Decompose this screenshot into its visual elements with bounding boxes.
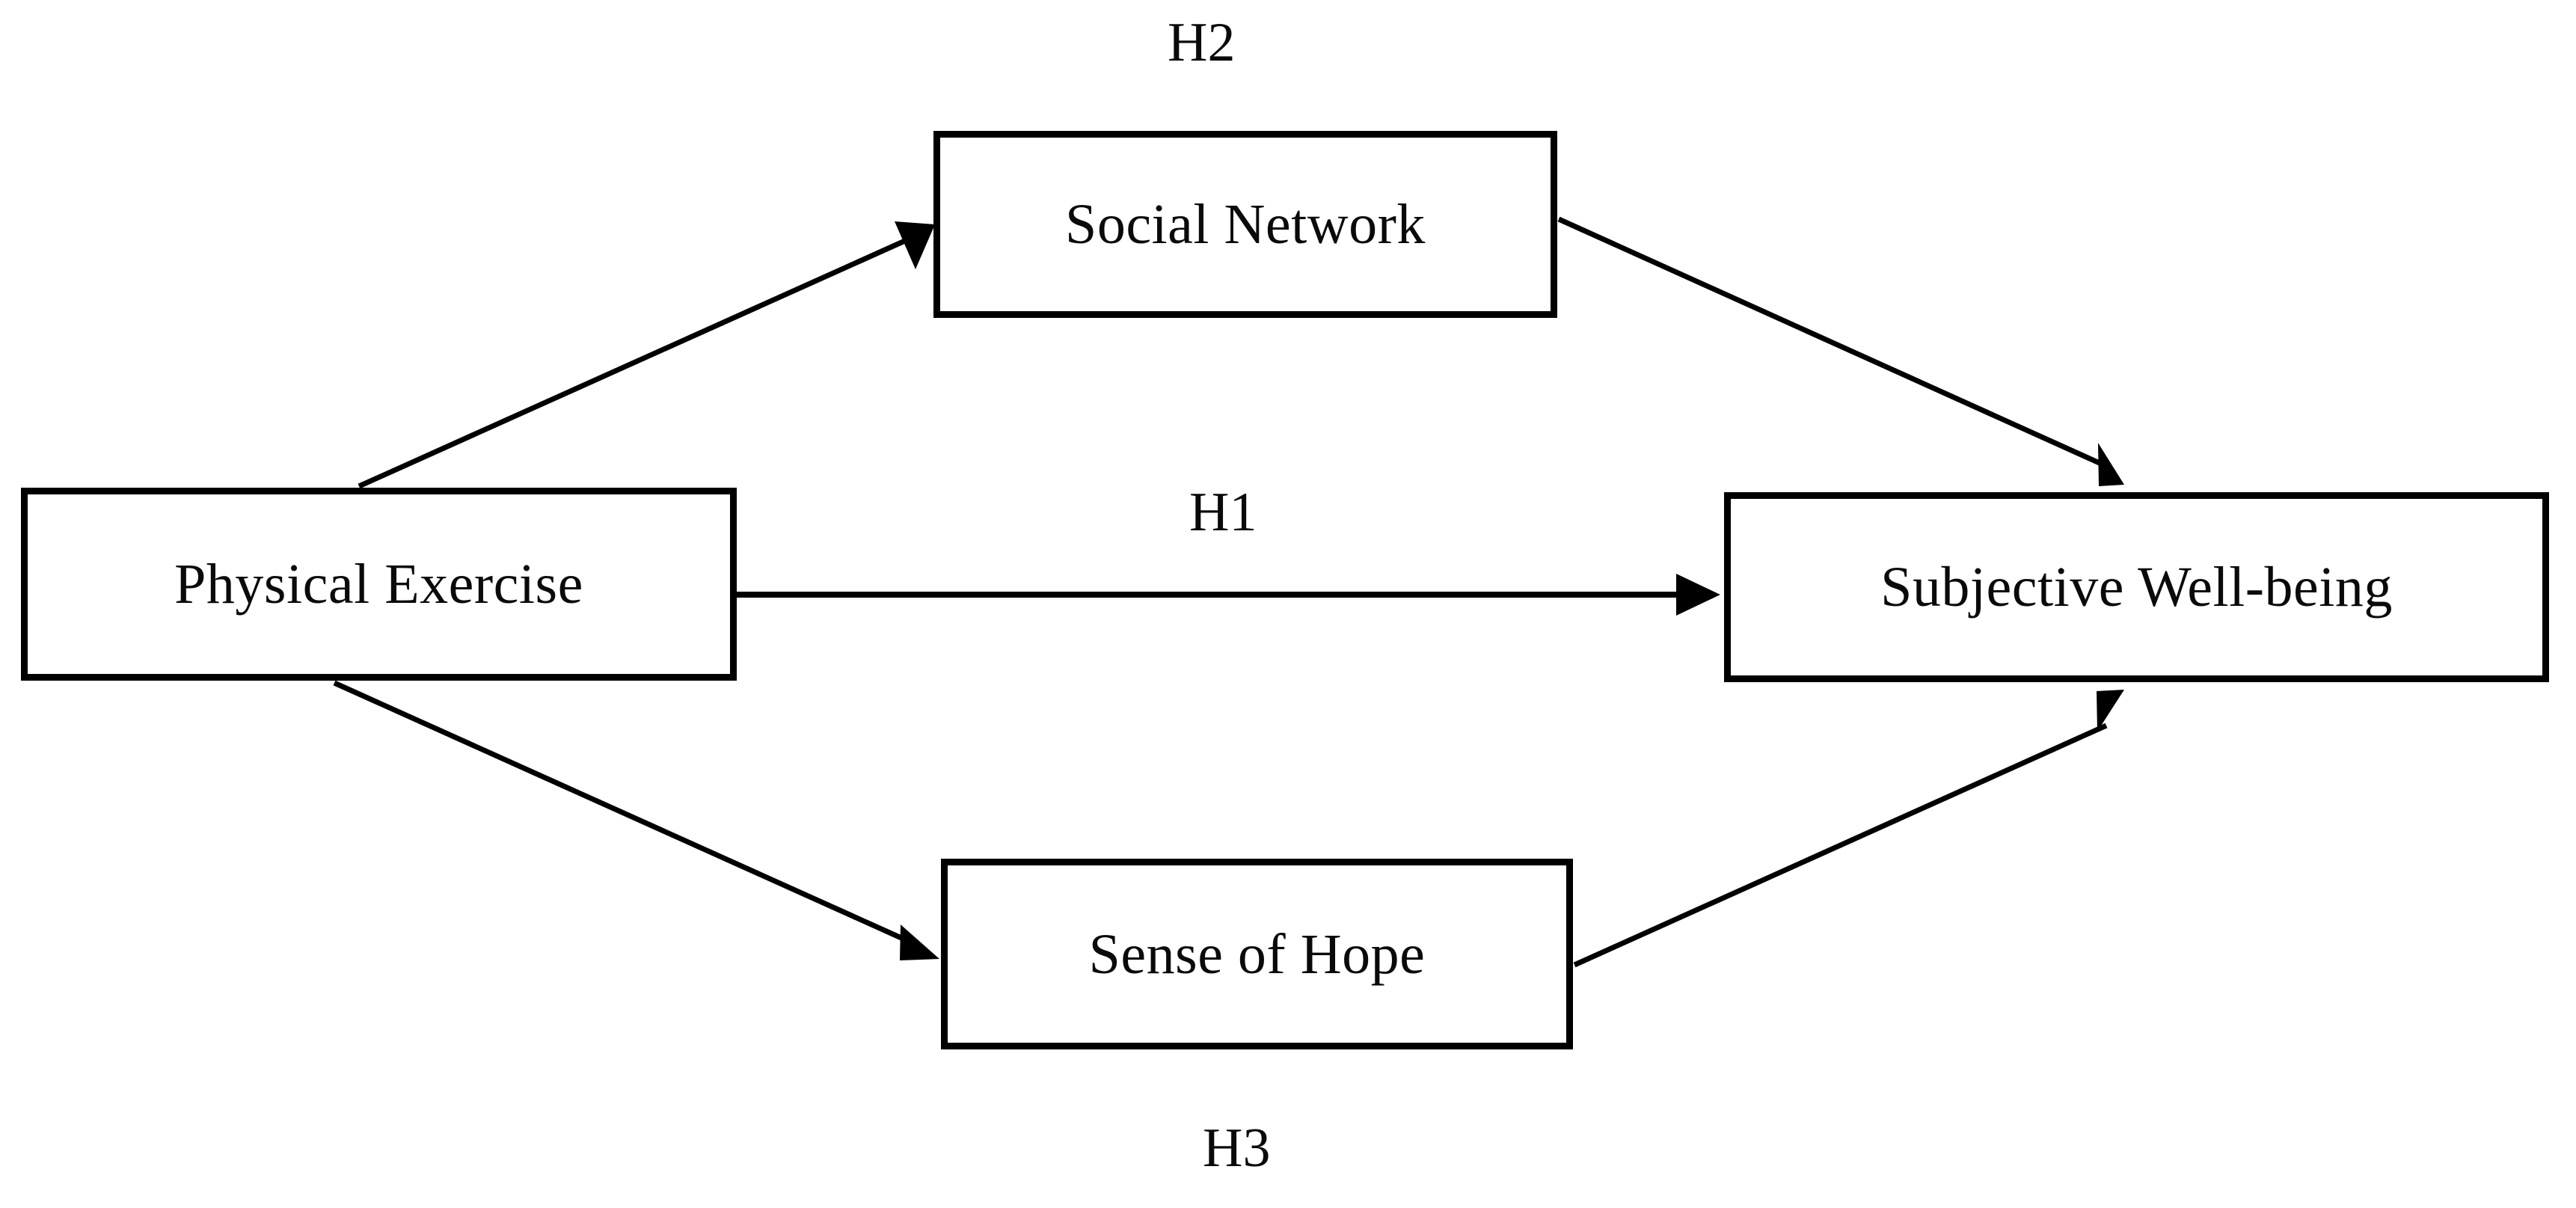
node-sense-of-hope-label: Sense of Hope xyxy=(1088,922,1426,986)
arrowhead-icon xyxy=(2098,443,2124,486)
edge-physical-exercise-to-sense-of-hope xyxy=(333,680,939,960)
node-subjective-well-being-label: Subjective Well-being xyxy=(1880,556,2393,619)
node-subjective-well-being[interactable]: Subjective Well-being xyxy=(1724,492,2549,682)
node-social-network-label: Social Network xyxy=(1065,193,1426,256)
edge-sense-of-hope-to-subjective-well-being xyxy=(1573,690,2124,968)
node-physical-exercise[interactable]: Physical Exercise xyxy=(21,488,737,681)
node-social-network[interactable]: Social Network xyxy=(933,131,1557,318)
node-physical-exercise-label: Physical Exercise xyxy=(174,553,583,616)
edge-social-network-to-subjective-well-being xyxy=(1557,216,2124,486)
arrowhead-icon xyxy=(900,925,939,960)
node-sense-of-hope[interactable]: Sense of Hope xyxy=(941,859,1573,1049)
arrowhead-icon xyxy=(895,221,935,269)
edge-physical-exercise-to-social-network xyxy=(358,221,935,489)
hypothesis-label-h2: H2 xyxy=(1168,12,1236,73)
edge-physical-exercise-to-subjective-well-being xyxy=(737,574,1720,616)
hypothesis-label-h1: H1 xyxy=(1189,482,1257,543)
arrowhead-icon xyxy=(2097,690,2124,732)
arrowhead-icon xyxy=(1676,574,1720,616)
hypothesis-label-h3: H3 xyxy=(1203,1117,1271,1179)
